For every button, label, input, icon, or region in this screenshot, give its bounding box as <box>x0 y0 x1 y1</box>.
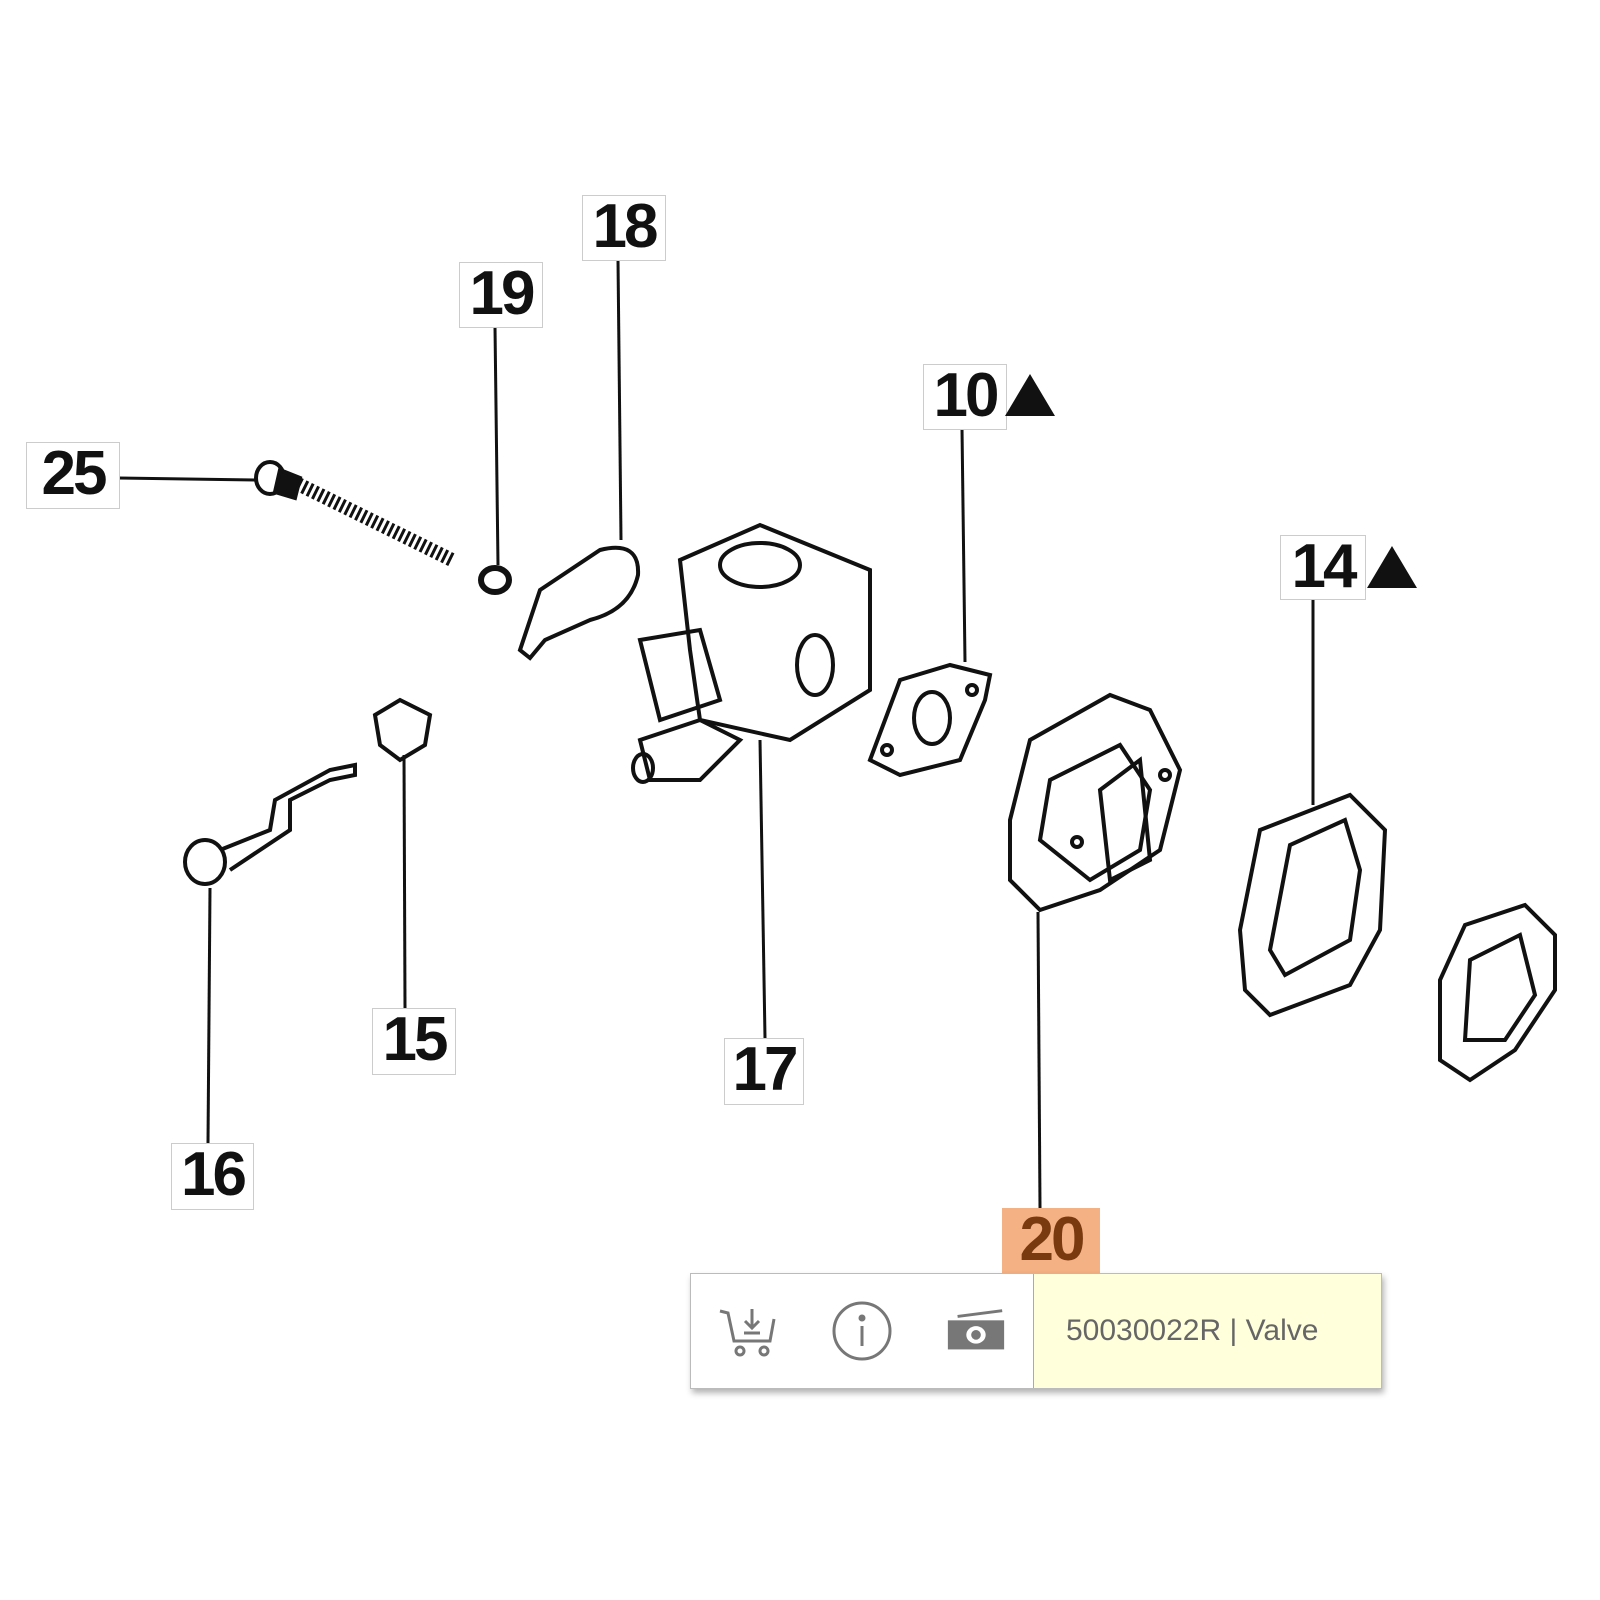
part-10-gasket <box>867 662 993 778</box>
part-14-gasket <box>1237 792 1388 1018</box>
part-16-choke-rod <box>183 762 357 886</box>
callout-20-active[interactable]: 20 <box>1002 1208 1100 1274</box>
callout-15[interactable]: 15 <box>372 1008 456 1075</box>
price-icon[interactable] <box>944 1299 1008 1363</box>
new-part-triangle-icon <box>1005 374 1055 416</box>
new-part-triangle-icon <box>1367 546 1417 588</box>
part-18-lever <box>517 545 641 661</box>
leader-lines <box>117 259 1315 1209</box>
callout-10[interactable]: 10 <box>923 364 1007 430</box>
callout-17[interactable]: 17 <box>724 1038 804 1105</box>
tooltip-part-text: 50030022R | Valve <box>1034 1274 1381 1388</box>
part-20-valve <box>1008 692 1183 913</box>
add-to-cart-icon[interactable] <box>716 1299 780 1363</box>
callout-25[interactable]: 25 <box>26 442 120 509</box>
part-25-screw <box>254 460 456 567</box>
callout-19[interactable]: 19 <box>459 262 543 328</box>
callout-16[interactable]: 16 <box>171 1143 254 1210</box>
info-icon[interactable] <box>830 1299 894 1363</box>
part-gasket-right <box>1438 902 1557 1083</box>
part-17-carburetor <box>631 522 872 784</box>
part-19-washer <box>478 565 512 595</box>
callout-14[interactable]: 14 <box>1280 535 1366 600</box>
callout-18[interactable]: 18 <box>582 195 666 261</box>
part-15-nut <box>372 697 433 763</box>
tooltip-actions <box>691 1274 1034 1388</box>
part-tooltip: 50030022R | Valve <box>690 1273 1382 1389</box>
